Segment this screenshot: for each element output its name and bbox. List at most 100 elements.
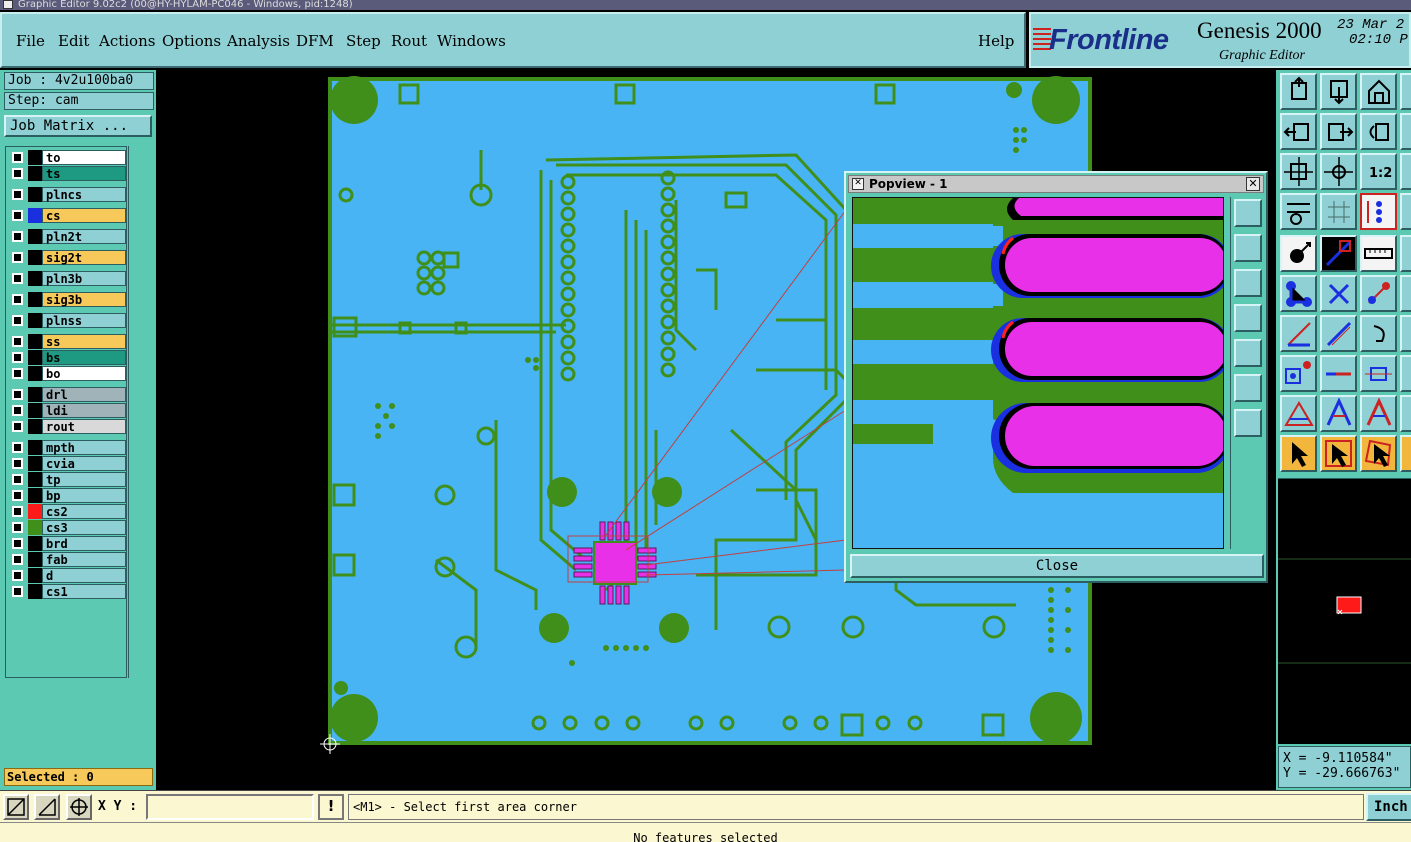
layer-checkbox[interactable] [12, 252, 23, 263]
layer-row-rout[interactable]: rout [8, 419, 126, 434]
layer-name[interactable]: bp [42, 488, 126, 503]
layer-checkbox[interactable] [12, 586, 23, 597]
layer-row-sig2t[interactable]: sig2t [8, 250, 126, 265]
layer-row-plnss[interactable]: plnss [8, 313, 126, 328]
popview-menu-icon[interactable]: ✕ [852, 178, 864, 190]
triangle-icon[interactable] [1280, 395, 1317, 432]
layer-checkbox[interactable] [12, 458, 23, 469]
pad-select-icon[interactable] [1280, 355, 1317, 392]
layer-row-pln3b[interactable]: pln3b [8, 271, 126, 286]
text-a-icon[interactable] [1320, 395, 1357, 432]
tool-extra3-icon[interactable] [1400, 315, 1411, 352]
select-poly-icon[interactable] [1360, 435, 1397, 472]
layer-checkbox[interactable] [12, 570, 23, 581]
layer-name[interactable]: ts [42, 166, 126, 181]
layer-checkbox[interactable] [12, 336, 23, 347]
popview-pan-down-icon[interactable] [1234, 269, 1262, 297]
popview-zoom-home-icon[interactable] [1234, 199, 1262, 227]
job-matrix-button[interactable]: Job Matrix ... [4, 115, 152, 137]
popview-zoom-in-icon[interactable] [1234, 374, 1262, 402]
grid-icon[interactable] [1320, 193, 1357, 230]
layer-row-fab[interactable]: fab [8, 552, 126, 567]
select-extra-icon[interactable] [1400, 435, 1411, 472]
layer-name[interactable]: ldi [42, 403, 126, 418]
layer-list-scrollbar[interactable] [128, 146, 152, 678]
layer-row-bo[interactable]: bo [8, 366, 126, 381]
snap-angle-icon[interactable] [34, 794, 60, 820]
pan-left-icon[interactable] [1280, 113, 1317, 150]
connect-nodes-icon[interactable] [1280, 275, 1317, 312]
pcb-board-view[interactable] [156, 70, 1276, 790]
selected-ic[interactable] [573, 521, 657, 605]
layer-row-ts[interactable]: ts [8, 166, 126, 181]
angle-tool-icon[interactable] [1280, 315, 1317, 352]
layer-row-bs[interactable]: bs [8, 350, 126, 365]
popview-pan-left-icon[interactable] [1234, 304, 1262, 332]
unit-toggle-button[interactable]: Inch [1366, 793, 1411, 821]
layer-checkbox[interactable] [12, 368, 23, 379]
layer-name[interactable]: cs [42, 208, 126, 223]
popview-zoom-view[interactable] [852, 197, 1224, 549]
layer-name[interactable]: plncs [42, 187, 126, 202]
layer-name[interactable]: brd [42, 536, 126, 551]
layer-checkbox[interactable] [12, 315, 23, 326]
menu-options[interactable]: Options [162, 32, 222, 50]
layer-row-pln2t[interactable]: pln2t [8, 229, 126, 244]
menu-rout[interactable]: Rout [391, 32, 428, 50]
layer-name[interactable]: d [42, 568, 126, 583]
layer-checkbox[interactable] [12, 352, 23, 363]
layer-row-d[interactable]: d [8, 568, 126, 583]
layer-checkbox[interactable] [12, 389, 23, 400]
popview-pan-right-icon[interactable] [1234, 339, 1262, 367]
layer-row-cvia[interactable]: cvia [8, 456, 126, 471]
layer-row-cs2[interactable]: cs2 [8, 504, 126, 519]
layer-checkbox[interactable] [12, 273, 23, 284]
layer-name[interactable]: sig2t [42, 250, 126, 265]
layer-checkbox[interactable] [12, 152, 23, 163]
pan-right-icon[interactable] [1320, 113, 1357, 150]
layer-name[interactable]: fab [42, 552, 126, 567]
layer-name[interactable]: sig3b [42, 292, 126, 307]
menu-windows[interactable]: Windows [437, 32, 506, 50]
layer-name[interactable]: rout [42, 419, 126, 434]
layer-row-bp[interactable]: bp [8, 488, 126, 503]
horizontal-line-icon[interactable] [1320, 355, 1357, 392]
tool-extra-icon[interactable] [1400, 235, 1411, 272]
snap-off-icon[interactable] [3, 794, 29, 820]
popview-pan-up-icon[interactable] [1234, 234, 1262, 262]
layer-row-cs1[interactable]: cs1 [8, 584, 126, 599]
popview-close-button[interactable]: Close [850, 554, 1264, 578]
delete-node-icon[interactable] [1320, 275, 1357, 312]
layer-checkbox[interactable] [12, 506, 23, 517]
layer-name[interactable]: tp [42, 472, 126, 487]
layer-row-cs[interactable]: cs [8, 208, 126, 223]
layer-name[interactable]: mpth [42, 440, 126, 455]
settings-icon[interactable] [1280, 193, 1317, 230]
layer-name[interactable]: ss [42, 334, 126, 349]
select-arrow-icon[interactable] [1280, 435, 1317, 472]
layer-name[interactable]: to [42, 150, 126, 165]
window-menu-icon[interactable] [3, 0, 13, 9]
menu-edit[interactable]: Edit [58, 32, 90, 50]
redo-view-icon[interactable] [1400, 113, 1411, 150]
layer-checkbox[interactable] [12, 421, 23, 432]
snap-icon[interactable] [1360, 193, 1397, 230]
layer-checkbox[interactable] [12, 294, 23, 305]
pad-tool-icon[interactable] [1280, 235, 1317, 272]
layer-checkbox[interactable] [12, 405, 23, 416]
text-a-red-icon[interactable] [1360, 395, 1397, 432]
layer-checkbox[interactable] [12, 474, 23, 485]
menu-step[interactable]: Step [346, 32, 381, 50]
zoom-down-icon[interactable] [1320, 73, 1357, 110]
popview-title-bar[interactable]: ✕ Popview - 1 ✕ [848, 175, 1264, 193]
zoom-out-icon[interactable] [1320, 153, 1357, 190]
undo-view-icon[interactable] [1360, 113, 1397, 150]
popview-close-icon[interactable]: ✕ [1246, 177, 1260, 191]
layer-name[interactable]: cs3 [42, 520, 126, 535]
menu-file[interactable]: File [16, 32, 45, 50]
popview-zoom-out-icon[interactable] [1234, 409, 1262, 437]
layer-row-to[interactable]: to [8, 150, 126, 165]
tool-extra5-icon[interactable] [1400, 395, 1411, 432]
refresh-icon[interactable] [1400, 73, 1411, 110]
measure-icon[interactable] [1400, 153, 1411, 190]
